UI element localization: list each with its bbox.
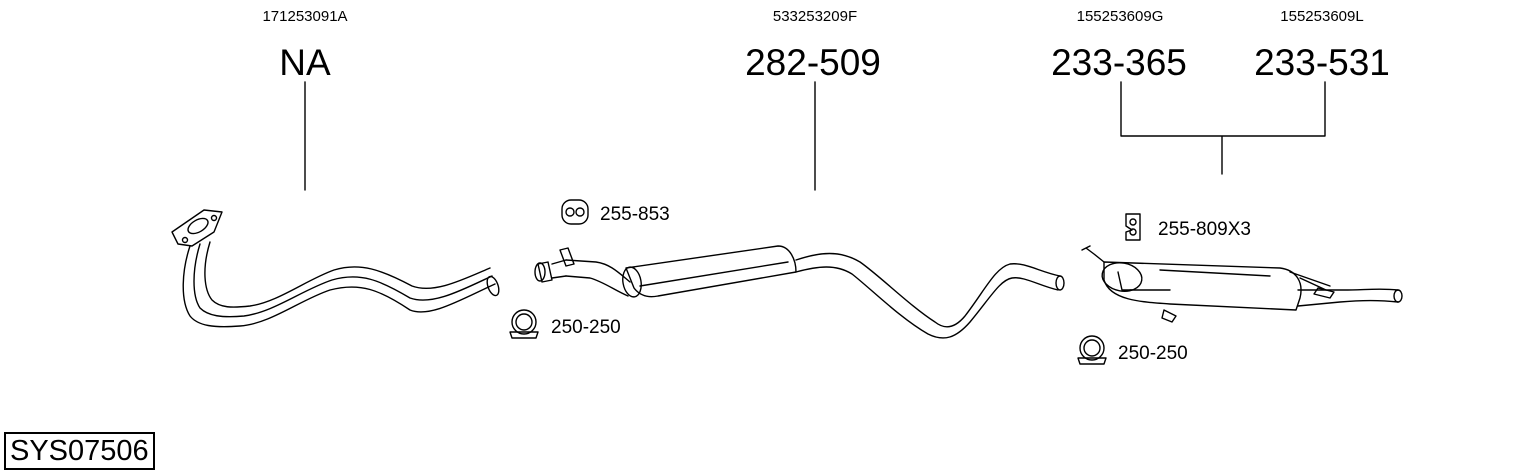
accessory-label[interactable]: 255-853: [600, 204, 670, 225]
oem-number: 155253609G: [1076, 8, 1164, 25]
part-number[interactable]: 233-365: [1051, 42, 1187, 83]
middle-silencer-pipe: [534, 245, 1065, 339]
part-number[interactable]: 282-509: [745, 42, 881, 83]
rubber-hanger-icon: [1125, 213, 1141, 241]
rear-silencer: [1081, 245, 1403, 323]
oem-number: 533253209F: [772, 8, 858, 25]
pipe-clamp-icon: [509, 309, 539, 339]
system-id-box: SYS07506: [4, 432, 155, 470]
front-pipe: [171, 209, 500, 328]
oem-number: 171253091A: [262, 8, 348, 25]
accessory-label[interactable]: 250-250: [551, 317, 621, 338]
part-number[interactable]: 233-531: [1254, 42, 1390, 83]
accessory-label[interactable]: 250-250: [1118, 343, 1188, 364]
leader-bracket-rear: [1120, 81, 1326, 175]
part-number[interactable]: NA: [279, 42, 331, 83]
accessory-label[interactable]: 255-809X3: [1158, 219, 1251, 240]
oem-number: 155253609L: [1280, 8, 1364, 25]
rubber-hanger-icon: [561, 199, 589, 225]
pipe-clamp-icon: [1077, 335, 1107, 365]
